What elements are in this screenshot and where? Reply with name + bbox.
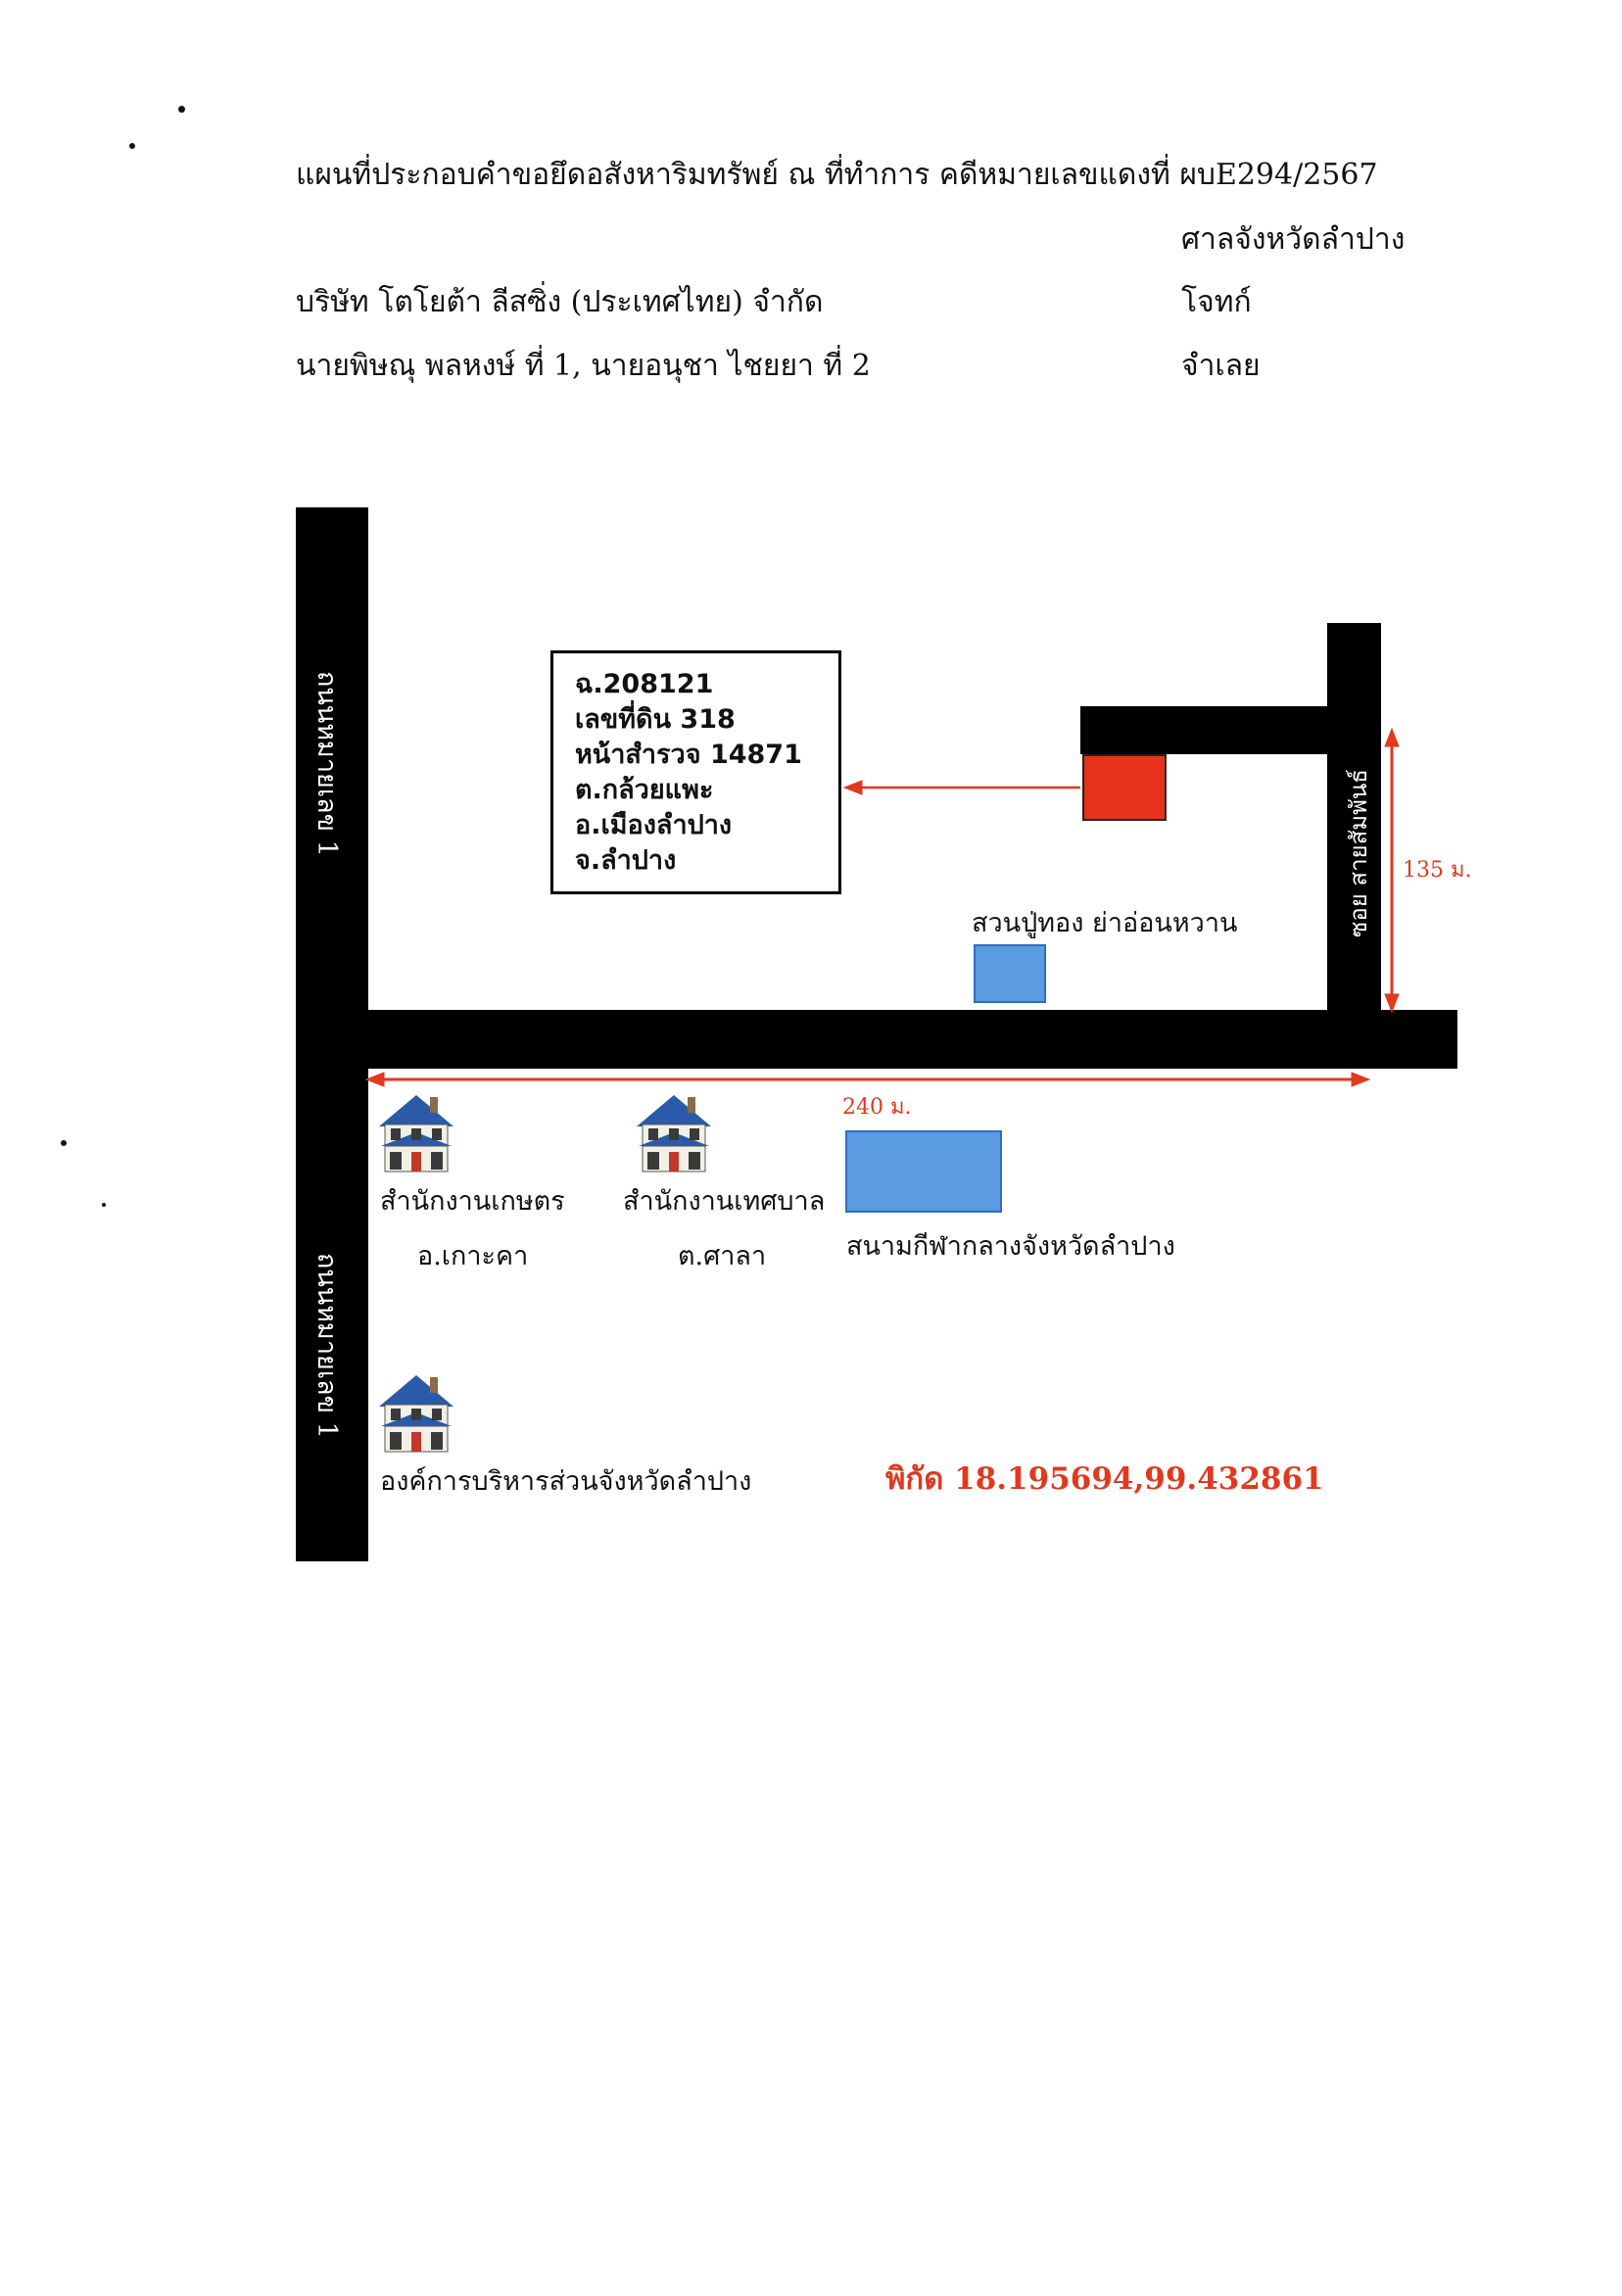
landmark-pao-label: องค์การบริหารส่วนจังหวัดลำปาง	[380, 1466, 752, 1497]
distance-label-vertical: 135 ม.	[1403, 858, 1472, 883]
road-soi-branch	[1080, 706, 1381, 754]
arrow-to-info-box	[842, 780, 1080, 795]
scan-speck	[61, 1140, 67, 1146]
landmark-agri-office-sublabel: อ.เกาะคา	[417, 1241, 529, 1271]
plaintiff-role: โจทก์	[1181, 285, 1252, 319]
page-title: แผนที่ประกอบคำขอยึดอสังหาริมทรัพย์ ณ ที่…	[296, 158, 1378, 192]
parcel-title-deed: ฉ.208121	[575, 669, 714, 699]
defendant-name: นายพิษณุ พลหงษ์ ที่ 1, นายอนุชา ไชยยา ที…	[296, 349, 871, 383]
road-soi-vertical	[1327, 623, 1381, 1069]
scan-speck	[129, 143, 135, 149]
house-icon	[379, 1375, 453, 1453]
distance-label-horizontal: 240 ม.	[842, 1095, 912, 1120]
plaintiff-name: บริษัท โตโยต้า ลีสซิ่ง (ประเทศไทย) จำกัด	[296, 285, 824, 319]
distance-arrow-horizontal	[364, 1072, 1371, 1087]
landmark-agri-office-label: สำนักงานเกษตร	[380, 1186, 565, 1217]
parcel-land-number: เลขที่ดิน 318	[575, 704, 736, 735]
road-horizontal	[296, 1010, 1457, 1069]
parcel-marker	[1082, 754, 1167, 821]
parcel-district: อ.เมืองลำปาง	[575, 810, 733, 840]
landmark-stadium-label: สนามกีฬากลางจังหวัดลำปาง	[846, 1231, 1175, 1262]
parcel-info-box: ฉ.208121 เลขที่ดิน 318 หน้าสำรวจ 14871 ต…	[550, 650, 841, 894]
distance-arrow-vertical	[1384, 727, 1400, 1014]
landmark-municipal-office-sublabel: ต.ศาลา	[678, 1241, 767, 1271]
landmark-garden-marker	[974, 944, 1046, 1003]
parcel-province: จ.ลำปาง	[575, 845, 677, 876]
parcel-survey-page: หน้าสำรวจ 14871	[575, 740, 802, 770]
scan-speck	[178, 106, 185, 113]
house-icon	[379, 1095, 453, 1172]
parcel-subdistrict: ต.กล้วยแพะ	[575, 775, 714, 805]
landmark-stadium-marker	[845, 1130, 1002, 1213]
defendant-role: จำเลย	[1181, 349, 1261, 383]
landmark-municipal-office-label: สำนักงานเทศบาล	[623, 1186, 826, 1217]
scan-speck	[102, 1203, 106, 1207]
court-name: ศาลจังหวัดลำปาง	[1181, 222, 1406, 257]
house-icon	[637, 1095, 711, 1172]
coordinates-label: พิกัด 18.195694,99.432861	[885, 1461, 1324, 1497]
landmark-garden-label: สวนปู่ทอง ย่าอ่อนหวาน	[972, 908, 1238, 938]
